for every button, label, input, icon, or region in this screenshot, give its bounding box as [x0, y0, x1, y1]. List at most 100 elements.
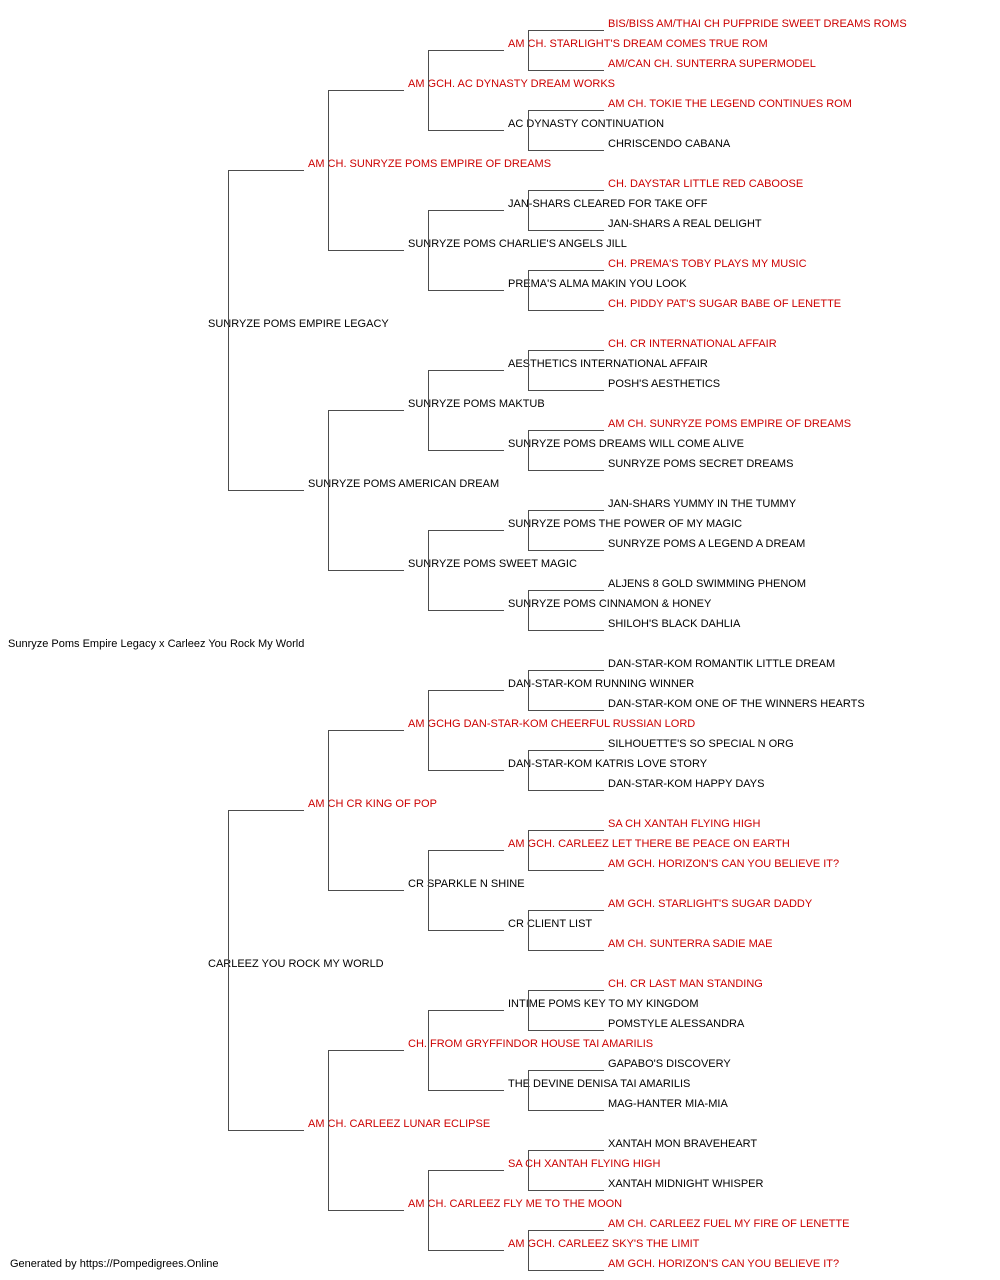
- pedigree-connector: [528, 1230, 529, 1271]
- pedigree-connector: [528, 790, 604, 791]
- dog-name[interactable]: CH. CR LAST MAN STANDING: [608, 978, 763, 990]
- dog-name[interactable]: SUNRYZE POMS THE POWER OF MY MAGIC: [508, 518, 743, 530]
- pedigree-connector: [328, 410, 329, 571]
- pedigree-connector: [228, 170, 229, 491]
- dog-name[interactable]: SUNRYZE POMS MAKTUB: [408, 398, 545, 410]
- pedigree-connector: [328, 1210, 404, 1211]
- pedigree-connector: [528, 670, 604, 671]
- pedigree-connector: [528, 510, 604, 511]
- dog-name[interactable]: AM CH. TOKIE THE LEGEND CONTINUES ROM: [608, 98, 852, 110]
- dog-name[interactable]: AM CH. CARLEEZ LUNAR ECLIPSE: [308, 1118, 491, 1130]
- pedigree-connector: [528, 310, 604, 311]
- dog-name[interactable]: CH. FROM GRYFFINDOR HOUSE TAI AMARILIS: [408, 1038, 654, 1050]
- pedigree-connector: [528, 990, 529, 1031]
- dog-name[interactable]: MAG-HANTER MIA-MIA: [608, 1098, 728, 1110]
- dog-name[interactable]: JAN-SHARS YUMMY IN THE TUMMY: [608, 498, 797, 510]
- pedigree-connector: [428, 50, 429, 131]
- dog-name[interactable]: DAN-STAR-KOM ONE OF THE WINNERS HEARTS: [608, 698, 865, 710]
- footer-credit: Generated by https://Pompedigrees.Online: [10, 1258, 219, 1270]
- pedigree-connector: [528, 430, 604, 431]
- pedigree-connector: [528, 150, 604, 151]
- dog-name[interactable]: POMSTYLE ALESSANDRA: [608, 1018, 745, 1030]
- dog-name[interactable]: AM CH. CARLEEZ FLY ME TO THE MOON: [408, 1198, 623, 1210]
- dog-name[interactable]: AM GCH. HORIZON'S CAN YOU BELIEVE IT?: [608, 858, 840, 870]
- dog-name[interactable]: AC DYNASTY CONTINUATION: [508, 118, 665, 130]
- dog-name[interactable]: SUNRYZE POMS A LEGEND A DREAM: [608, 538, 806, 550]
- pedigree-connector: [328, 730, 404, 731]
- dog-name[interactable]: DAN-STAR-KOM ROMANTIK LITTLE DREAM: [608, 658, 836, 670]
- dog-name[interactable]: AM GCH. HORIZON'S CAN YOU BELIEVE IT?: [608, 1258, 840, 1270]
- dog-name[interactable]: SUNRYZE POMS EMPIRE LEGACY: [208, 318, 389, 330]
- pedigree-connector: [428, 1090, 504, 1091]
- pedigree-connector: [528, 230, 604, 231]
- dog-name[interactable]: SUNRYZE POMS DREAMS WILL COME ALIVE: [508, 438, 744, 450]
- dog-name[interactable]: AESTHETICS INTERNATIONAL AFFAIR: [508, 358, 708, 370]
- dog-name[interactable]: ALJENS 8 GOLD SWIMMING PHENOM: [608, 578, 807, 590]
- pedigree-connector: [328, 90, 329, 251]
- pedigree-connector: [428, 50, 504, 51]
- dog-name[interactable]: SUNRYZE POMS SWEET MAGIC: [408, 558, 577, 570]
- dog-name[interactable]: SUNRYZE POMS CINNAMON & HONEY: [508, 598, 712, 610]
- dog-name[interactable]: CARLEEZ YOU ROCK MY WORLD: [208, 958, 384, 970]
- pedigree-connector: [228, 490, 304, 491]
- pedigree-connector: [528, 470, 604, 471]
- dog-name[interactable]: AM/CAN CH. SUNTERRA SUPERMODEL: [608, 58, 816, 70]
- dog-name[interactable]: XANTAH MIDNIGHT WHISPER: [608, 1178, 764, 1190]
- dog-name[interactable]: BIS/BISS AM/THAI CH PUFPRIDE SWEET DREAM…: [608, 18, 907, 30]
- dog-name[interactable]: SUNRYZE POMS SECRET DREAMS: [608, 458, 794, 470]
- dog-name[interactable]: DAN-STAR-KOM HAPPY DAYS: [608, 778, 765, 790]
- pedigree-connector: [428, 610, 504, 611]
- dog-name[interactable]: CHRISCENDO CABANA: [608, 138, 731, 150]
- dog-name[interactable]: GAPABO'S DISCOVERY: [608, 1058, 731, 1070]
- dog-name[interactable]: SUNRYZE POMS AMERICAN DREAM: [308, 478, 500, 490]
- dog-name[interactable]: AM GCH. STARLIGHT'S SUGAR DADDY: [608, 898, 813, 910]
- pedigree-connector: [528, 1190, 604, 1191]
- pedigree-connector: [528, 550, 604, 551]
- dog-name[interactable]: AM GCH. CARLEEZ SKY'S THE LIMIT: [508, 1238, 700, 1250]
- dog-name[interactable]: SHILOH'S BLACK DAHLIA: [608, 618, 741, 630]
- dog-name[interactable]: SUNRYZE POMS CHARLIE'S ANGELS JILL: [408, 238, 627, 250]
- pedigree-connector: [528, 990, 604, 991]
- pedigree-connector: [328, 1050, 329, 1211]
- pedigree-connector: [428, 690, 504, 691]
- pedigree-connector: [528, 390, 604, 391]
- pedigree-connector: [528, 110, 529, 151]
- dog-name[interactable]: THE DEVINE DENISA TAI AMARILIS: [508, 1078, 691, 1090]
- dog-name[interactable]: JAN-SHARS A REAL DELIGHT: [608, 218, 762, 230]
- dog-name[interactable]: INTIME POMS KEY TO MY KINGDOM: [508, 998, 699, 1010]
- dog-name[interactable]: AM GCH. CARLEEZ LET THERE BE PEACE ON EA…: [508, 838, 790, 850]
- dog-name[interactable]: CH. PREMA'S TOBY PLAYS MY MUSIC: [608, 258, 807, 270]
- dog-name[interactable]: POSH'S AESTHETICS: [608, 378, 721, 390]
- dog-name[interactable]: CH. DAYSTAR LITTLE RED CABOOSE: [608, 178, 804, 190]
- dog-name[interactable]: AM CH. SUNRYZE POMS EMPIRE OF DREAMS: [608, 418, 852, 430]
- pedigree-connector: [528, 590, 604, 591]
- dog-name[interactable]: CR CLIENT LIST: [508, 918, 593, 930]
- dog-name[interactable]: CR SPARKLE N SHINE: [408, 878, 525, 890]
- pedigree-connector: [428, 1170, 429, 1251]
- pedigree-connector: [528, 1150, 529, 1191]
- dog-name[interactable]: AM GCH. AC DYNASTY DREAM WORKS: [408, 78, 615, 90]
- dog-name[interactable]: AM CH. SUNRYZE POMS EMPIRE OF DREAMS: [308, 158, 552, 170]
- dog-name[interactable]: CH. CR INTERNATIONAL AFFAIR: [608, 338, 777, 350]
- dog-name[interactable]: DAN-STAR-KOM RUNNING WINNER: [508, 678, 695, 690]
- pedigree-connector: [528, 710, 604, 711]
- pedigree-connector: [428, 1010, 504, 1011]
- pedigree-connector: [528, 910, 604, 911]
- dog-name[interactable]: SA CH XANTAH FLYING HIGH: [508, 1158, 661, 1170]
- dog-name[interactable]: SILHOUETTE'S SO SPECIAL N ORG: [608, 738, 794, 750]
- dog-name[interactable]: JAN-SHARS CLEARED FOR TAKE OFF: [508, 198, 708, 210]
- dog-name[interactable]: PREMA'S ALMA MAKIN YOU LOOK: [508, 278, 687, 290]
- pedigree-connector: [328, 1050, 404, 1051]
- pedigree-connector: [528, 70, 604, 71]
- dog-name[interactable]: CH. PIDDY PAT'S SUGAR BABE OF LENETTE: [608, 298, 842, 310]
- dog-name[interactable]: DAN-STAR-KOM KATRIS LOVE STORY: [508, 758, 708, 770]
- dog-name[interactable]: AM GCHG DAN-STAR-KOM CHEERFUL RUSSIAN LO…: [408, 718, 696, 730]
- dog-name[interactable]: AM CH CR KING OF POP: [308, 798, 437, 810]
- dog-name[interactable]: AM CH. STARLIGHT'S DREAM COMES TRUE ROM: [508, 38, 768, 50]
- pedigree-connector: [328, 250, 404, 251]
- dog-name[interactable]: AM CH. SUNTERRA SADIE MAE: [608, 938, 773, 950]
- dog-name[interactable]: XANTAH MON BRAVEHEART: [608, 1138, 758, 1150]
- dog-name[interactable]: AM CH. CARLEEZ FUEL MY FIRE OF LENETTE: [608, 1218, 850, 1230]
- dog-name[interactable]: SA CH XANTAH FLYING HIGH: [608, 818, 761, 830]
- pedigree-connector: [428, 530, 429, 611]
